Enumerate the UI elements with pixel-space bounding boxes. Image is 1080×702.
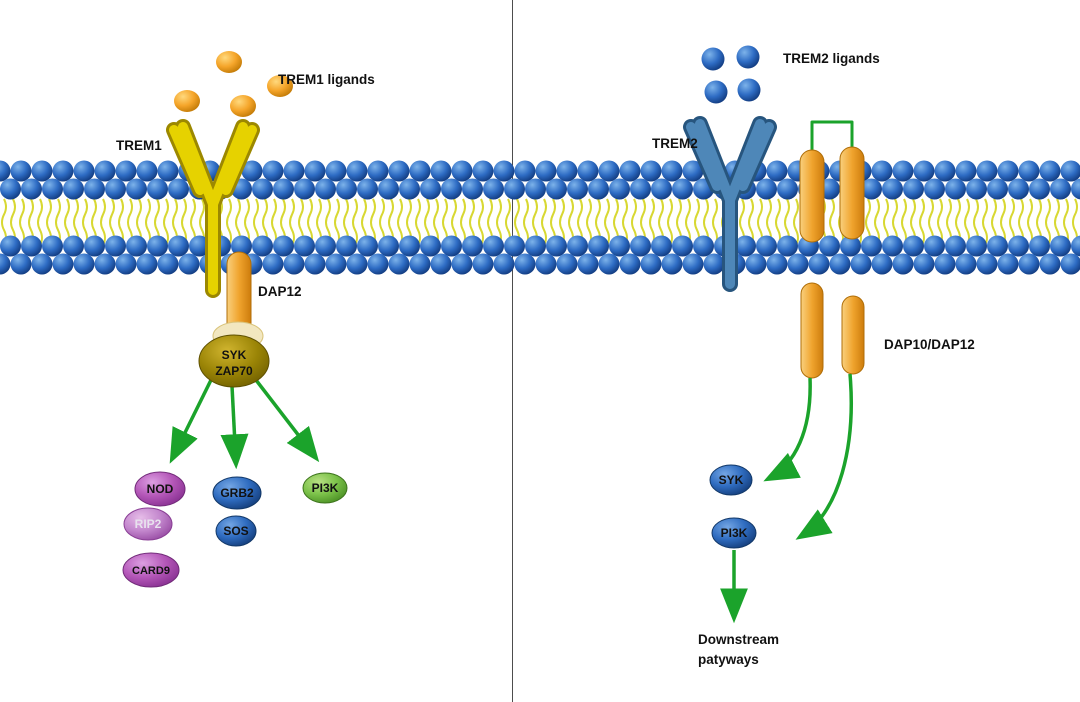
downstream-label-line2: patyways — [698, 652, 759, 667]
trem2-ligands — [701, 45, 761, 104]
grb2-cascade: GRB2 SOS — [212, 476, 262, 547]
trem1-ligand-ball — [267, 75, 293, 97]
syk-label-right: SYK — [719, 473, 744, 487]
pi3k-node-left — [302, 472, 348, 504]
trem2-ligand-ball — [736, 45, 760, 69]
signal-arrow-syk — [763, 377, 812, 482]
dap10-dap12-complex — [799, 120, 865, 379]
trem2-panel: TREM2 ligands TREM2 DAP10/DAP12 SYK PI3K — [652, 45, 975, 667]
signal-arrow-pi3k — [254, 378, 320, 463]
dap-cytoplasmic-left — [800, 282, 824, 379]
syk-zap70-complex: SYK ZAP70 — [198, 321, 270, 388]
dap-transmembrane-right — [839, 146, 865, 240]
syk-node-right — [709, 464, 753, 496]
signal-arrow-pi3k-right — [795, 373, 853, 540]
downstream-label-line1: Downstream — [698, 632, 779, 647]
nod-node — [134, 471, 186, 507]
trem1-panel: TREM1 ligands TREM1 DAP12 SYK ZAP70 NOD — [116, 51, 375, 588]
rip2-label: RIP2 — [135, 517, 162, 531]
card9-label: CARD9 — [132, 565, 170, 577]
trem1-label: TREM1 — [116, 138, 162, 153]
grb2-node — [212, 476, 262, 510]
trem2-signal-arrows — [720, 373, 853, 624]
dap-cytoplasmic-right — [841, 295, 865, 375]
trem1-ligand-ball — [174, 90, 200, 112]
pi3k-node-right — [711, 517, 757, 549]
sos-label: SOS — [223, 524, 248, 538]
trem2-ligand-ball — [701, 47, 725, 71]
trem1-ligands-label: TREM1 ligands — [278, 72, 375, 87]
rip2-node — [123, 507, 173, 541]
signal-arrow-grb2 — [220, 385, 249, 470]
dap-transmembrane-left — [799, 149, 825, 243]
trem1-ligand-ball — [230, 95, 256, 117]
syk-zap70-line2: ZAP70 — [215, 364, 253, 378]
nod-cascade: NOD RIP2 CARD9 — [122, 471, 186, 588]
card9-node — [122, 552, 180, 588]
pi3k-label-left: PI3K — [312, 481, 339, 495]
cell-membrane — [0, 160, 1080, 275]
syk-zap70-line1: SYK — [222, 348, 247, 362]
trem1-ligand-ball — [216, 51, 242, 73]
trem1-ligands — [174, 51, 293, 117]
dap10-dap12-label: DAP10/DAP12 — [884, 337, 975, 352]
trem2-ligand-ball — [737, 78, 761, 102]
grb2-label: GRB2 — [220, 486, 254, 500]
dap12-label: DAP12 — [258, 284, 302, 299]
signal-arrow-nod — [169, 379, 213, 464]
nod-label: NOD — [147, 482, 174, 496]
trem2-ligand-ball — [704, 80, 728, 104]
sos-node — [215, 515, 257, 547]
pi3k-label-right: PI3K — [721, 526, 748, 540]
extracellular-loop — [810, 120, 854, 162]
trem1-signal-arrows — [169, 378, 320, 470]
membrane-phospholipid-heads — [0, 160, 1080, 275]
trem2-ligands-label: TREM2 ligands — [783, 51, 880, 66]
complex-body — [198, 334, 270, 388]
trem2-label: TREM2 — [652, 136, 698, 151]
